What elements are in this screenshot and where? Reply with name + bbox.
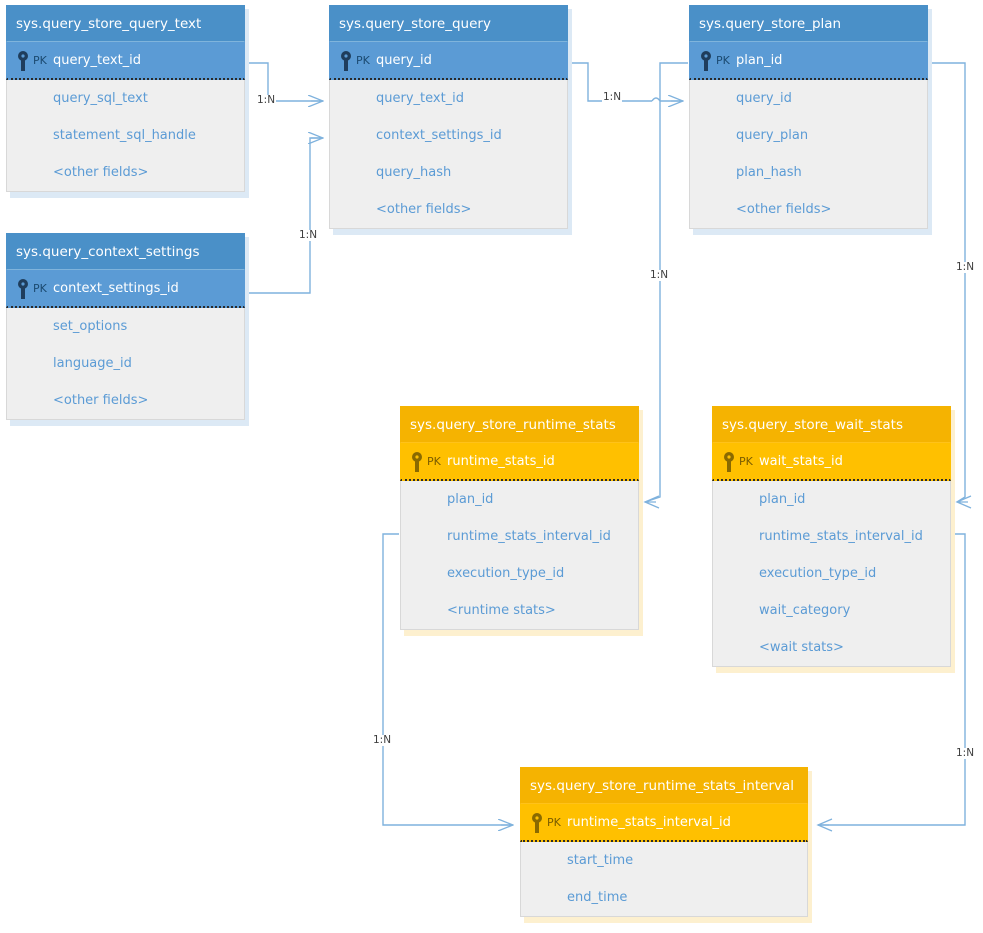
pk-row-query-store-query-text[interactable]: PK query_text_id: [6, 42, 245, 80]
table-query-store-runtime-stats[interactable]: sys.query_store_runtime_stats PK runtime…: [400, 406, 639, 630]
pk-badge: PK: [547, 816, 561, 829]
key-icon: [17, 51, 29, 72]
field-row: <other fields>: [376, 202, 472, 217]
field-row: start_time: [567, 853, 634, 868]
field-row: statement_sql_handle: [53, 128, 196, 143]
table-body-query-store-plan: query_id query_plan plan_hash <other fie…: [689, 80, 928, 229]
pk-field-name: plan_id: [736, 53, 783, 68]
field-row: runtime_stats_interval_id: [759, 529, 923, 544]
pk-badge: PK: [427, 455, 441, 468]
cardinality-label-r7: 1:N: [955, 747, 976, 759]
field-row: runtime_stats_interval_id: [447, 529, 611, 544]
table-query-store-query[interactable]: sys.query_store_query PK query_id query_…: [329, 5, 568, 229]
field-row: set_options: [53, 319, 128, 334]
connector-query-text-to-query: [244, 62, 323, 101]
field-row: execution_type_id: [447, 566, 565, 581]
pk-field-name: query_id: [376, 53, 432, 68]
connector-interval-to-runtime-stats: [382, 533, 513, 825]
table-title-query-store-plan: sys.query_store_plan: [689, 5, 928, 42]
key-icon: [531, 813, 543, 834]
pk-row-query-store-query[interactable]: PK query_id: [329, 42, 568, 80]
table-body-query-context-settings: set_options language_id <other fields>: [6, 308, 245, 420]
pk-field-name: query_text_id: [53, 53, 142, 68]
key-icon: [411, 452, 423, 473]
field-row: query_plan: [736, 128, 809, 143]
pk-field-name: wait_stats_id: [759, 454, 843, 469]
cardinality-label-r3: 1:N: [602, 91, 623, 103]
field-row: context_settings_id: [376, 128, 502, 143]
connector-interval-to-wait-stats: [818, 533, 966, 826]
connector-context-settings-to-query: [244, 138, 323, 294]
table-title-query-store-query-text: sys.query_store_query_text: [6, 5, 245, 42]
pk-badge: PK: [716, 54, 730, 67]
table-query-store-query-text[interactable]: sys.query_store_query_text PK query_text…: [6, 5, 245, 192]
field-row: plan_id: [447, 492, 494, 507]
table-title-query-context-settings: sys.query_context_settings: [6, 233, 245, 270]
pk-field-name: runtime_stats_id: [447, 454, 555, 469]
table-query-store-wait-stats[interactable]: sys.query_store_wait_stats PK wait_stats…: [712, 406, 951, 667]
pk-row-query-store-wait-stats[interactable]: PK wait_stats_id: [712, 443, 951, 481]
pk-row-query-store-runtime-stats[interactable]: PK runtime_stats_id: [400, 443, 639, 481]
pk-field-name: runtime_stats_interval_id: [567, 815, 731, 830]
cardinality-label-r5: 1:N: [955, 261, 976, 273]
pk-row-query-store-runtime-stats-interval[interactable]: PK runtime_stats_interval_id: [520, 804, 808, 842]
table-query-store-plan[interactable]: sys.query_store_plan PK plan_id query_id…: [689, 5, 928, 229]
cardinality-label-r6: 1:N: [372, 734, 393, 746]
field-row: plan_hash: [736, 165, 802, 180]
connector-plan-to-runtime-stats: [644, 62, 688, 503]
key-icon: [17, 279, 29, 300]
cardinality-label-r2: 1:N: [298, 229, 319, 241]
table-query-store-runtime-stats-interval[interactable]: sys.query_store_runtime_stats_interval P…: [520, 767, 808, 917]
field-row: <runtime stats>: [447, 603, 556, 618]
table-body-query-store-query: query_text_id context_settings_id query_…: [329, 80, 568, 229]
table-title-query-store-runtime-stats: sys.query_store_runtime_stats: [400, 406, 639, 443]
field-row: query_sql_text: [53, 91, 148, 106]
pk-row-query-store-plan[interactable]: PK plan_id: [689, 42, 928, 80]
connector-plan-to-wait-stats: [928, 62, 966, 503]
crowfoot-runtime-stats-plan: [643, 495, 660, 509]
cardinality-label-r1: 1:N: [256, 94, 277, 106]
pk-badge: PK: [739, 455, 753, 468]
table-body-query-store-wait-stats: plan_id runtime_stats_interval_id execut…: [712, 481, 951, 667]
table-body-query-store-query-text: query_sql_text statement_sql_handle <oth…: [6, 80, 245, 192]
key-icon: [340, 51, 352, 72]
crowfoot-interval-to-wait-stats: [816, 818, 833, 832]
pk-badge: PK: [33, 54, 47, 67]
field-row: wait_category: [759, 603, 851, 618]
cardinality-label-r4: 1:N: [649, 269, 670, 281]
field-row: language_id: [53, 356, 132, 371]
field-row: <other fields>: [736, 202, 832, 217]
table-query-context-settings[interactable]: sys.query_context_settings PK context_se…: [6, 233, 245, 420]
field-row: execution_type_id: [759, 566, 877, 581]
field-row: <other fields>: [53, 165, 149, 180]
pk-row-query-context-settings[interactable]: PK context_settings_id: [6, 270, 245, 308]
pk-badge: PK: [356, 54, 370, 67]
table-title-query-store-runtime-stats-interval: sys.query_store_runtime_stats_interval: [520, 767, 808, 804]
key-icon: [700, 51, 712, 72]
field-row: <other fields>: [53, 393, 149, 408]
key-icon: [723, 452, 735, 473]
field-row: end_time: [567, 890, 628, 905]
connector-line-hop: [651, 97, 661, 102]
field-row: query_hash: [376, 165, 452, 180]
field-row: query_text_id: [376, 91, 465, 106]
pk-field-name: context_settings_id: [53, 281, 179, 296]
field-row: plan_id: [759, 492, 806, 507]
field-row: query_id: [736, 91, 792, 106]
crowfoot-wait-stats-plan: [955, 495, 972, 509]
table-title-query-store-query: sys.query_store_query: [329, 5, 568, 42]
table-body-query-store-runtime-stats: plan_id runtime_stats_interval_id execut…: [400, 481, 639, 630]
pk-badge: PK: [33, 282, 47, 295]
table-body-query-store-runtime-stats-interval: start_time end_time: [520, 842, 808, 917]
table-title-query-store-wait-stats: sys.query_store_wait_stats: [712, 406, 951, 443]
field-row: <wait stats>: [759, 640, 844, 655]
